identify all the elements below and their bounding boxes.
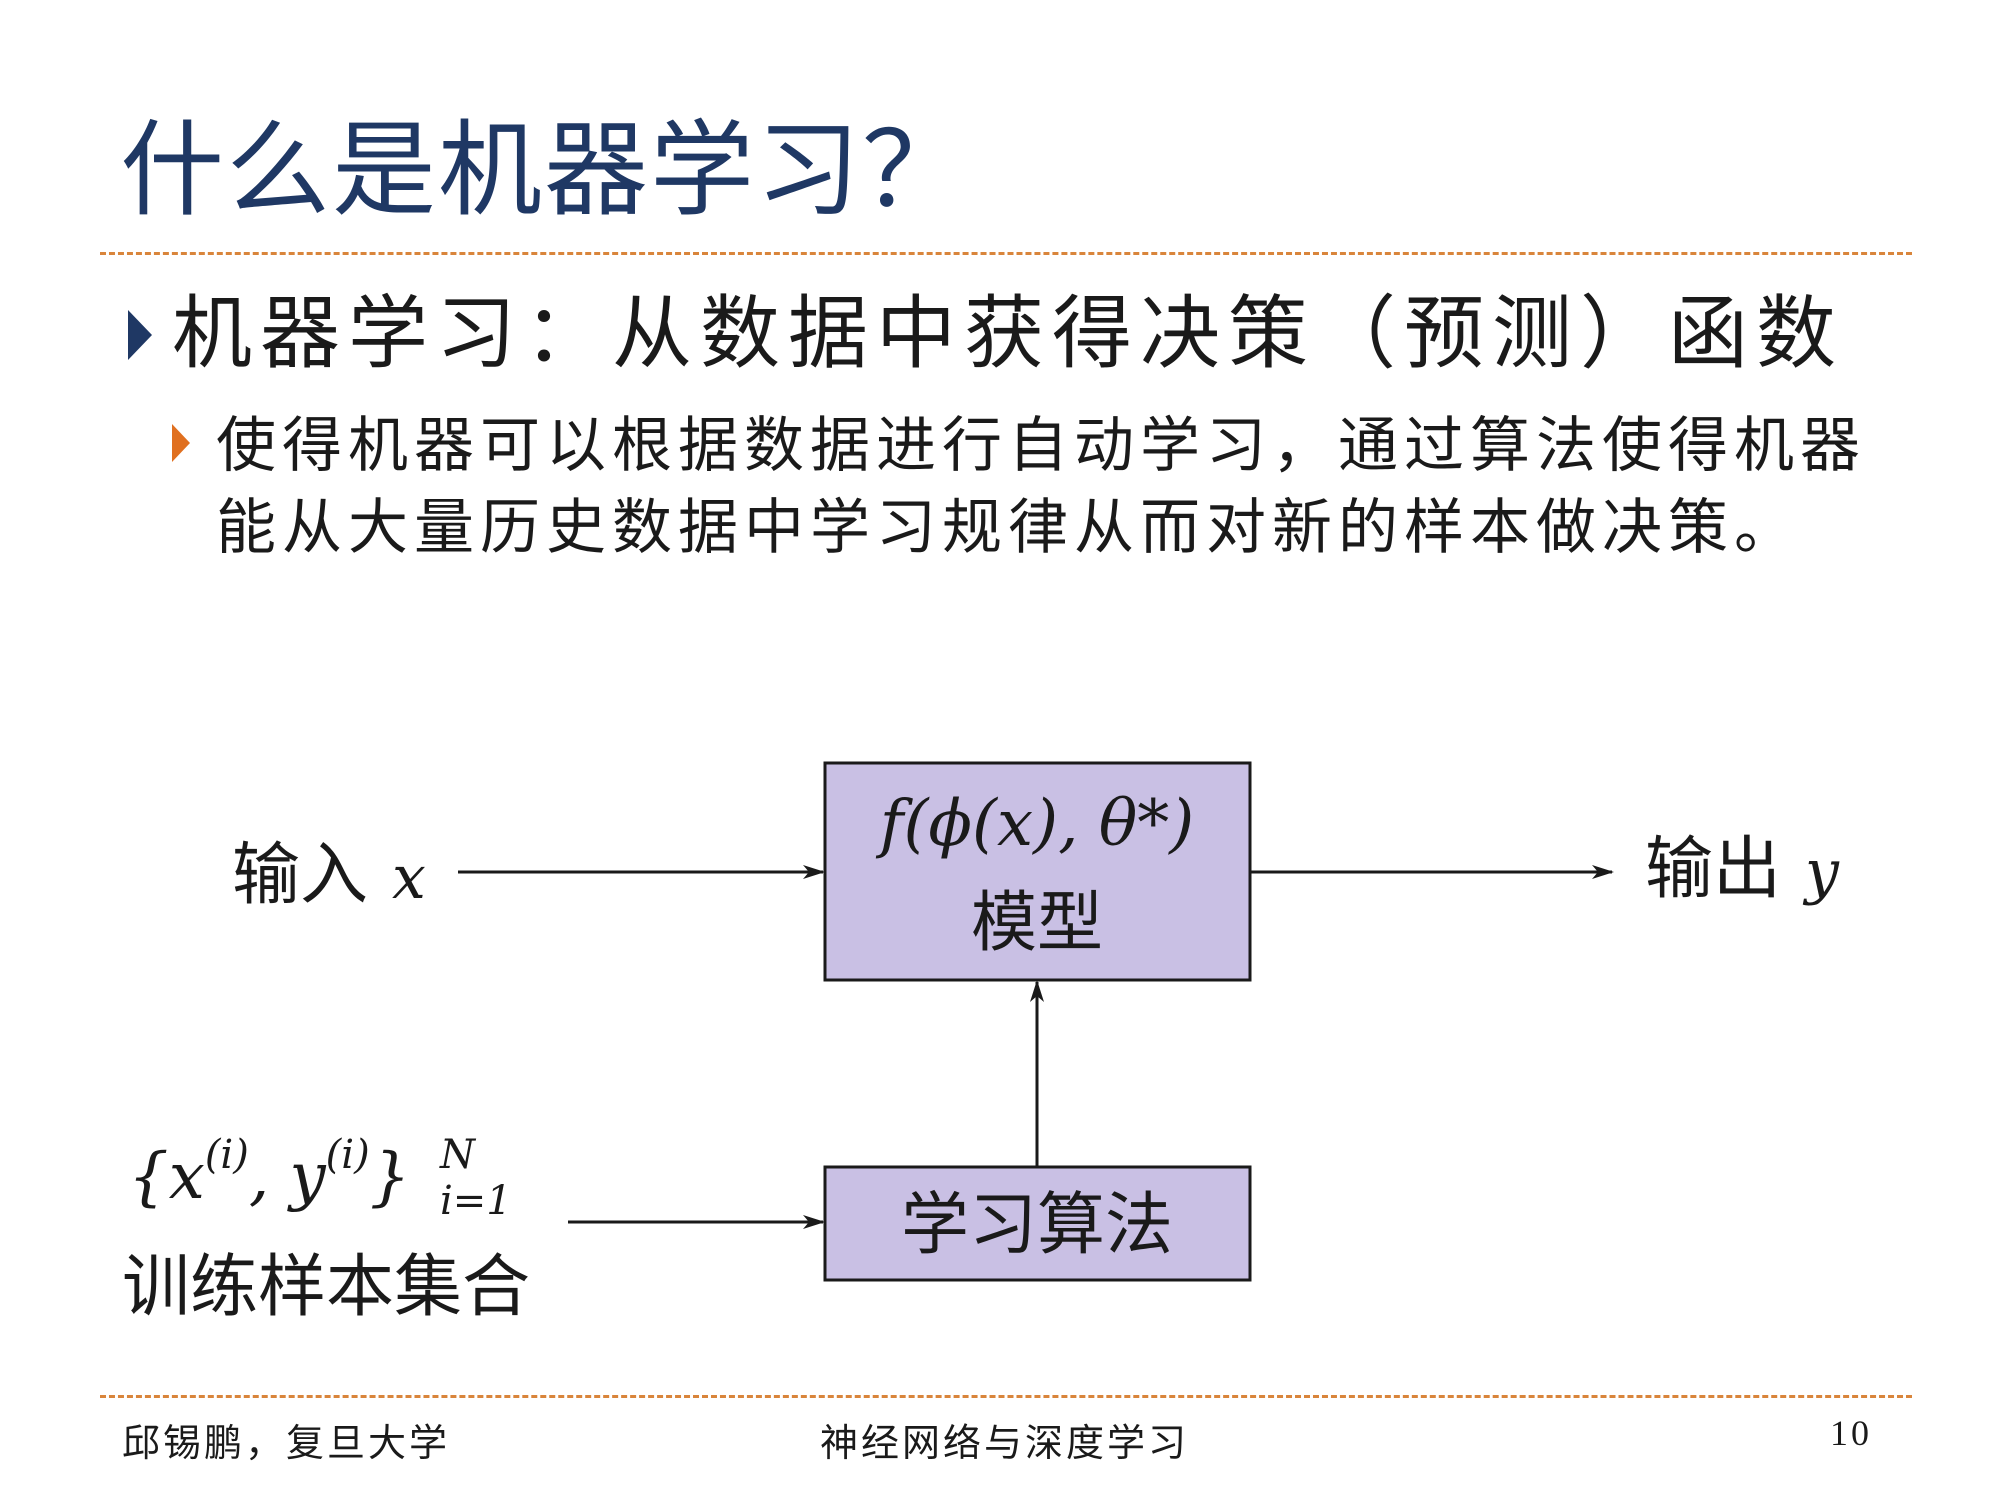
output-label: 输出	[1645, 830, 1781, 909]
sub-bullet-triangle-icon	[172, 424, 190, 462]
model-label: 模型	[971, 884, 1103, 961]
title-divider	[100, 252, 1912, 255]
training-set-formula: {x(i), y(i)}	[128, 1132, 410, 1214]
formula-open: {x	[128, 1140, 205, 1214]
main-bullet-text: 机器学习：从数据中获得决策（预测）函数	[172, 287, 1844, 380]
footer-course: 神经网络与深度学习	[820, 1421, 1190, 1465]
input-label: 输入	[232, 836, 368, 915]
model-formula: f(ϕ(x), θ*)	[876, 787, 1195, 861]
bullet-triangle-icon	[128, 310, 152, 360]
formula-subscript: i=1	[440, 1178, 512, 1224]
sub-bullet-text: 使得机器可以根据数据进行自动学习，通过算法使得机器能从大量历史数据中学习规律从而…	[216, 411, 1866, 563]
slide-title: 什么是机器学习？	[120, 109, 969, 231]
main-bullet: 机器学习：从数据中获得决策（预测）函数	[122, 290, 1844, 378]
formula-sup-1: (i)	[205, 1132, 249, 1178]
input-variable: x	[392, 843, 426, 913]
formula-close: }	[370, 1140, 411, 1214]
training-set-label: 训练样本集合	[122, 1248, 530, 1327]
learning-algorithm-label: 学习算法	[901, 1186, 1173, 1265]
footer-page-number: 10	[1830, 1413, 1872, 1453]
footer-divider	[100, 1395, 1912, 1398]
footer-author: 邱锡鹏，复旦大学	[122, 1421, 451, 1465]
formula-superscript-n: N	[439, 1132, 477, 1178]
model-box	[823, 761, 1252, 982]
formula-sup-2: (i)	[326, 1132, 370, 1178]
formula-mid: , y	[249, 1140, 327, 1214]
output-variable: y	[1802, 837, 1840, 907]
learning-algorithm-box	[823, 1165, 1252, 1282]
